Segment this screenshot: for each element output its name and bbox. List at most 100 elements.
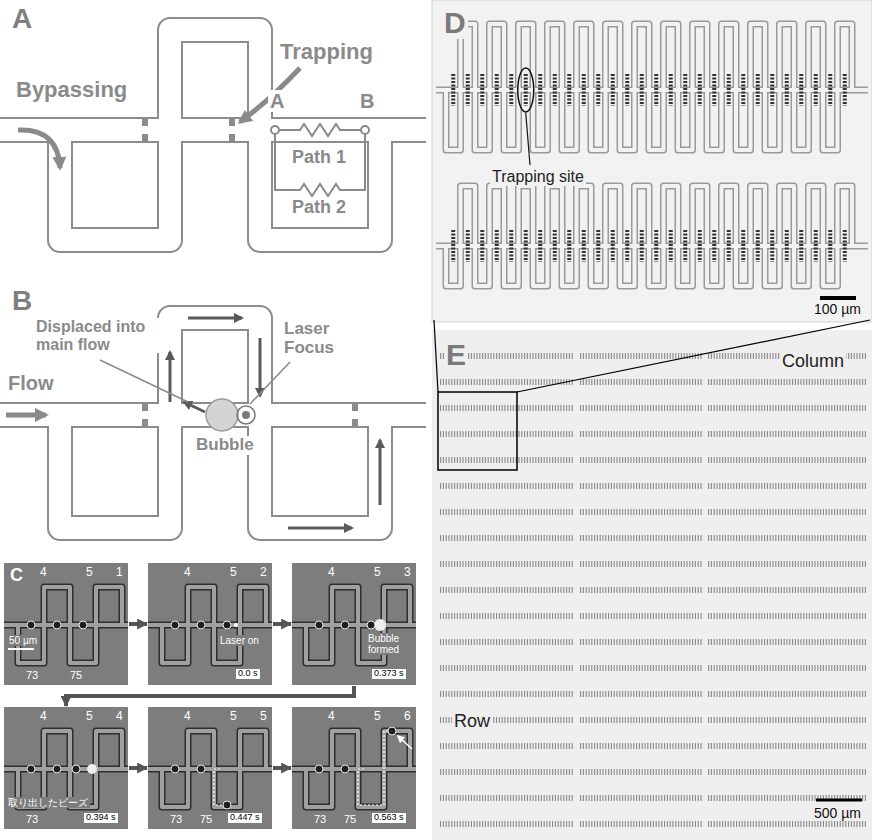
channel-lumen — [148, 623, 272, 627]
trapping-site — [466, 230, 470, 262]
frame-label: 75 — [68, 669, 84, 681]
trapping-site — [814, 230, 818, 262]
trapping-site — [828, 74, 832, 106]
trapping-site — [480, 74, 484, 106]
frame-background — [292, 707, 416, 829]
panel-letter: E — [444, 338, 468, 371]
frame-label: 50 µm — [7, 635, 39, 646]
channel-wall — [162, 769, 188, 807]
bead — [341, 765, 349, 773]
channel-lumen — [664, 24, 679, 90]
bead — [27, 621, 35, 629]
channel-lumen — [780, 24, 795, 90]
micrograph-panel — [432, 330, 872, 840]
channel-wall — [292, 766, 416, 773]
trapping-site — [756, 74, 760, 106]
channel-wall — [548, 24, 563, 90]
trap-row — [580, 509, 702, 515]
frame-label: 5 — [372, 710, 383, 723]
scale-label: 100 µm — [812, 302, 863, 317]
scale-bar — [8, 648, 34, 650]
video-frame-image — [148, 707, 272, 829]
video-frame-image — [4, 563, 128, 685]
channel-wall — [292, 622, 416, 629]
channel-lumen — [60, 415, 170, 528]
channel-wall — [384, 587, 410, 625]
trap-row — [580, 691, 702, 697]
trap-row — [708, 509, 866, 515]
bead — [27, 765, 35, 773]
channel-wall — [751, 24, 766, 90]
channel-wall — [306, 769, 332, 807]
trapping-site — [756, 230, 760, 262]
trap-row — [580, 535, 702, 541]
trapping-site — [625, 230, 629, 262]
trap-row — [440, 457, 574, 463]
frame-label: 5 — [258, 710, 269, 723]
scale-label: 500 µm — [812, 806, 863, 821]
trap-row — [708, 769, 866, 775]
trapping-site — [582, 74, 586, 106]
channel-wall — [693, 24, 708, 90]
trap-row — [440, 535, 574, 541]
trap-row — [580, 639, 702, 645]
trapping-site — [567, 74, 571, 106]
trap-chip-b — [0, 318, 426, 528]
video-frame: 45573750.447 s — [148, 707, 272, 829]
channel-lumen — [4, 623, 128, 627]
trap-row — [580, 379, 702, 385]
bead — [197, 765, 205, 773]
bead — [197, 621, 205, 629]
trapping-site — [553, 230, 557, 262]
trap-row — [580, 587, 702, 593]
frame-label: 5 — [84, 710, 95, 723]
frame-label: 5 — [84, 566, 95, 579]
trapping-site — [785, 230, 789, 262]
flow-arrow — [379, 440, 382, 505]
flow-arrow — [184, 402, 205, 412]
trap-row — [708, 405, 866, 411]
bead — [341, 621, 349, 629]
trapping-site — [640, 74, 644, 106]
trap-row — [708, 821, 866, 827]
callout-label: Bubble — [194, 436, 256, 455]
trapping-site — [828, 230, 832, 262]
trapping-site — [538, 74, 542, 106]
axis-label: Row — [452, 712, 492, 732]
frame-label: 73 — [24, 669, 40, 681]
circuit-node — [361, 126, 369, 134]
trap-row — [580, 743, 702, 749]
bead — [79, 621, 87, 629]
channel-wall — [838, 24, 853, 90]
micrograph-panel — [432, 0, 872, 322]
channel-lumen — [292, 623, 416, 627]
trapping-site — [451, 230, 455, 262]
channel-lumen — [306, 625, 332, 663]
flow-arrow — [288, 527, 352, 530]
trap-row — [440, 587, 574, 593]
channel-wall — [358, 769, 384, 807]
trapping-site — [712, 74, 716, 106]
channel-lumen — [384, 587, 410, 625]
trap-row — [580, 769, 702, 775]
frame-label: 5 — [372, 566, 383, 579]
channel-lumen — [4, 767, 128, 771]
trap-row — [708, 431, 866, 437]
channel-lumen — [188, 731, 214, 769]
trapping-site — [654, 74, 658, 106]
trapping-site — [553, 74, 557, 106]
channel-wall — [240, 587, 266, 625]
callout-label: Laser Focus — [282, 320, 350, 357]
channel-wall — [60, 415, 170, 528]
trap-row — [580, 717, 702, 723]
channel-lumen — [722, 24, 737, 90]
trap-post — [229, 134, 235, 141]
frame-label: Bubble formed — [366, 633, 416, 655]
trapping-site — [843, 74, 847, 106]
channel-lumen — [292, 767, 416, 771]
video-frame-image — [292, 563, 416, 685]
channel-wall — [96, 587, 122, 625]
trapping-site — [741, 230, 745, 262]
